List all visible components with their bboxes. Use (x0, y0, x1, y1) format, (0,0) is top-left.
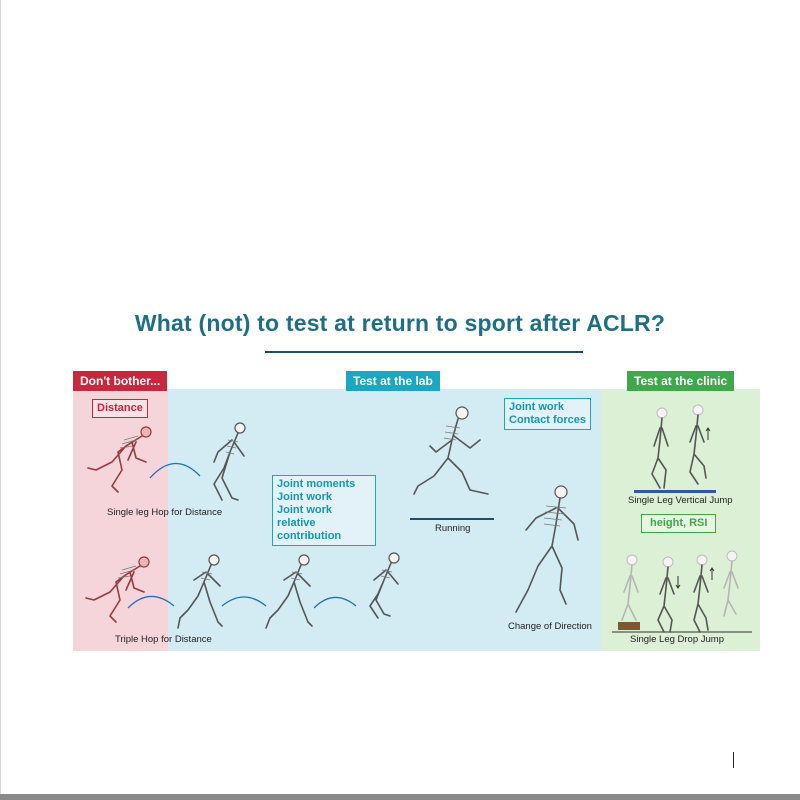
text-cursor-icon (733, 752, 734, 768)
caption-vertical-jump: Single Leg Vertical Jump (628, 495, 733, 506)
drop-box-icon (618, 622, 640, 630)
dont-bother-panel (73, 389, 168, 651)
skeleton-drop-jump-faint-icon (621, 554, 639, 621)
skeleton-triple-landing-icon (369, 552, 400, 619)
jump-arc-icon (221, 596, 267, 607)
lab-header: Test at the lab (346, 371, 440, 391)
skeleton-triple-takeoff-icon (85, 556, 150, 623)
viewer-bottom-bar (0, 794, 800, 800)
metric-line: Joint work (509, 401, 565, 413)
clinic-header: Test at the clinic (627, 371, 735, 391)
running-metrics-box: Joint work Contact forces (504, 398, 592, 430)
title-underline (265, 351, 583, 353)
clinic-metrics-box: height, RSI (641, 514, 717, 533)
dont-bother-header: Don't bother... (73, 371, 168, 391)
lab-metrics-box: Joint moments Joint work Joint work rela… (272, 475, 376, 546)
skeleton-drop-jump-2-icon (693, 554, 715, 633)
skeleton-triple-step1-icon (177, 554, 223, 629)
caption-change-of-direction: Change of Direction (508, 621, 592, 632)
skeleton-change-of-direction-icon (515, 485, 579, 613)
metric-line: Joint moments (277, 478, 356, 490)
jump-arc-icon (313, 596, 357, 609)
metric-line: Joint work relative contribution (277, 504, 342, 542)
skeleton-vertical-jump-2-icon (689, 404, 711, 485)
caption-single-hop: Single leg Hop for Distance (107, 507, 223, 518)
page-title: What (not) to test at return to sport af… (134, 310, 666, 336)
metric-line: Joint work (277, 491, 333, 503)
jump-arc-icon (127, 595, 175, 609)
page-edge (0, 0, 1, 800)
distance-box: Distance (92, 399, 148, 418)
skeleton-drop-jump-1-icon (657, 556, 681, 633)
jump-arc-icon (149, 462, 201, 479)
caption-triple-hop: Triple Hop for Distance (115, 634, 212, 645)
caption-drop-jump: Single Leg Drop Jump (630, 634, 724, 645)
caption-running: Running (435, 523, 471, 534)
skeleton-hop-landing-icon (213, 422, 246, 501)
skeleton-running-icon (413, 406, 489, 495)
skeleton-hop-takeoff-icon (87, 426, 152, 493)
skeleton-triple-step2-icon (265, 554, 313, 629)
skeleton-drop-jump-faint-2-icon (723, 550, 739, 617)
skeleton-vertical-jump-1-icon (651, 407, 669, 489)
force-plate-icon (634, 490, 716, 493)
metric-line: Contact forces (509, 414, 587, 426)
